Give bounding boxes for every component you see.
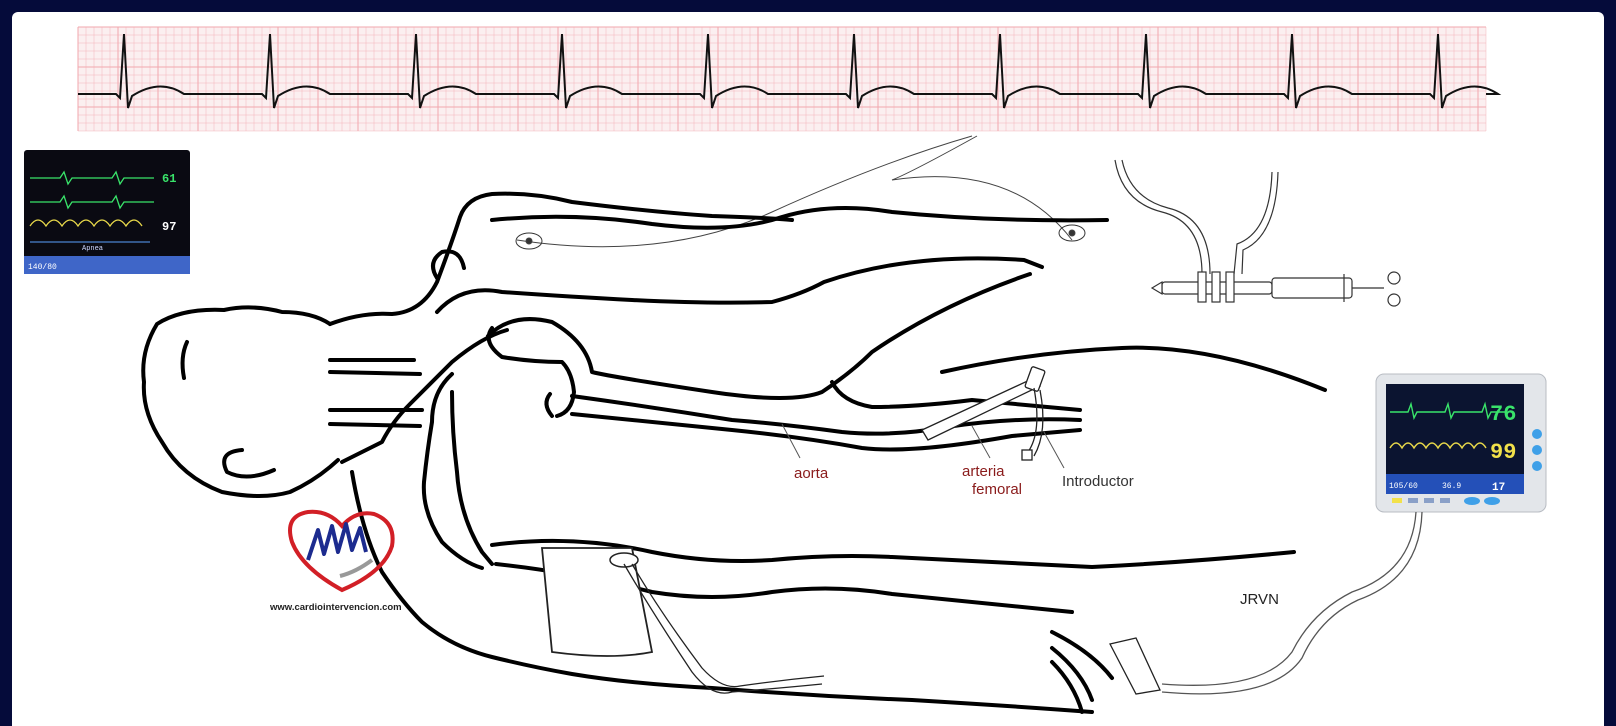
right-monitor-spo2: 99 xyxy=(1490,440,1516,465)
label-introductor: Introductor xyxy=(1062,473,1134,490)
blood-pressure-cuff xyxy=(542,548,824,693)
right-monitor-resp: 17 xyxy=(1492,482,1505,494)
label-femoral: femoral xyxy=(972,481,1022,498)
left-monitor-bp: 140/80 xyxy=(28,263,57,272)
left-monitor-mode: Apnea xyxy=(82,245,103,253)
cath-lab-diagram: 61 97 Apnea 140/80 76 99 105/60 36.9 17 xyxy=(12,12,1604,726)
vital-monitor-right: 76 99 105/60 36.9 17 xyxy=(1376,374,1546,512)
right-monitor-bp: 105/60 xyxy=(1389,482,1418,491)
logo-website: www.cardiointervencion.com xyxy=(269,602,402,613)
label-arteria: arteria xyxy=(962,463,1005,480)
patient-body-outline xyxy=(143,194,1325,712)
illustration-panel: 61 97 Apnea 140/80 76 99 105/60 36.9 17 xyxy=(12,12,1604,726)
label-aorta: aorta xyxy=(794,465,829,482)
ecg-lead-wires xyxy=(516,136,1085,249)
cardiointervencion-logo: www.cardiointervencion.com xyxy=(269,512,402,613)
ecg-strip xyxy=(78,27,1498,131)
pulse-oximeter-clip xyxy=(1110,638,1160,694)
vital-monitor-left: 61 97 Apnea 140/80 xyxy=(24,150,190,274)
artist-signature: JRVN xyxy=(1240,591,1279,608)
right-monitor-temp: 36.9 xyxy=(1442,482,1461,491)
left-monitor-spo2: 97 xyxy=(162,220,176,234)
left-monitor-hr: 61 xyxy=(162,172,176,186)
pressure-manifold-syringe xyxy=(1115,160,1400,306)
right-monitor-hr: 76 xyxy=(1490,402,1516,427)
